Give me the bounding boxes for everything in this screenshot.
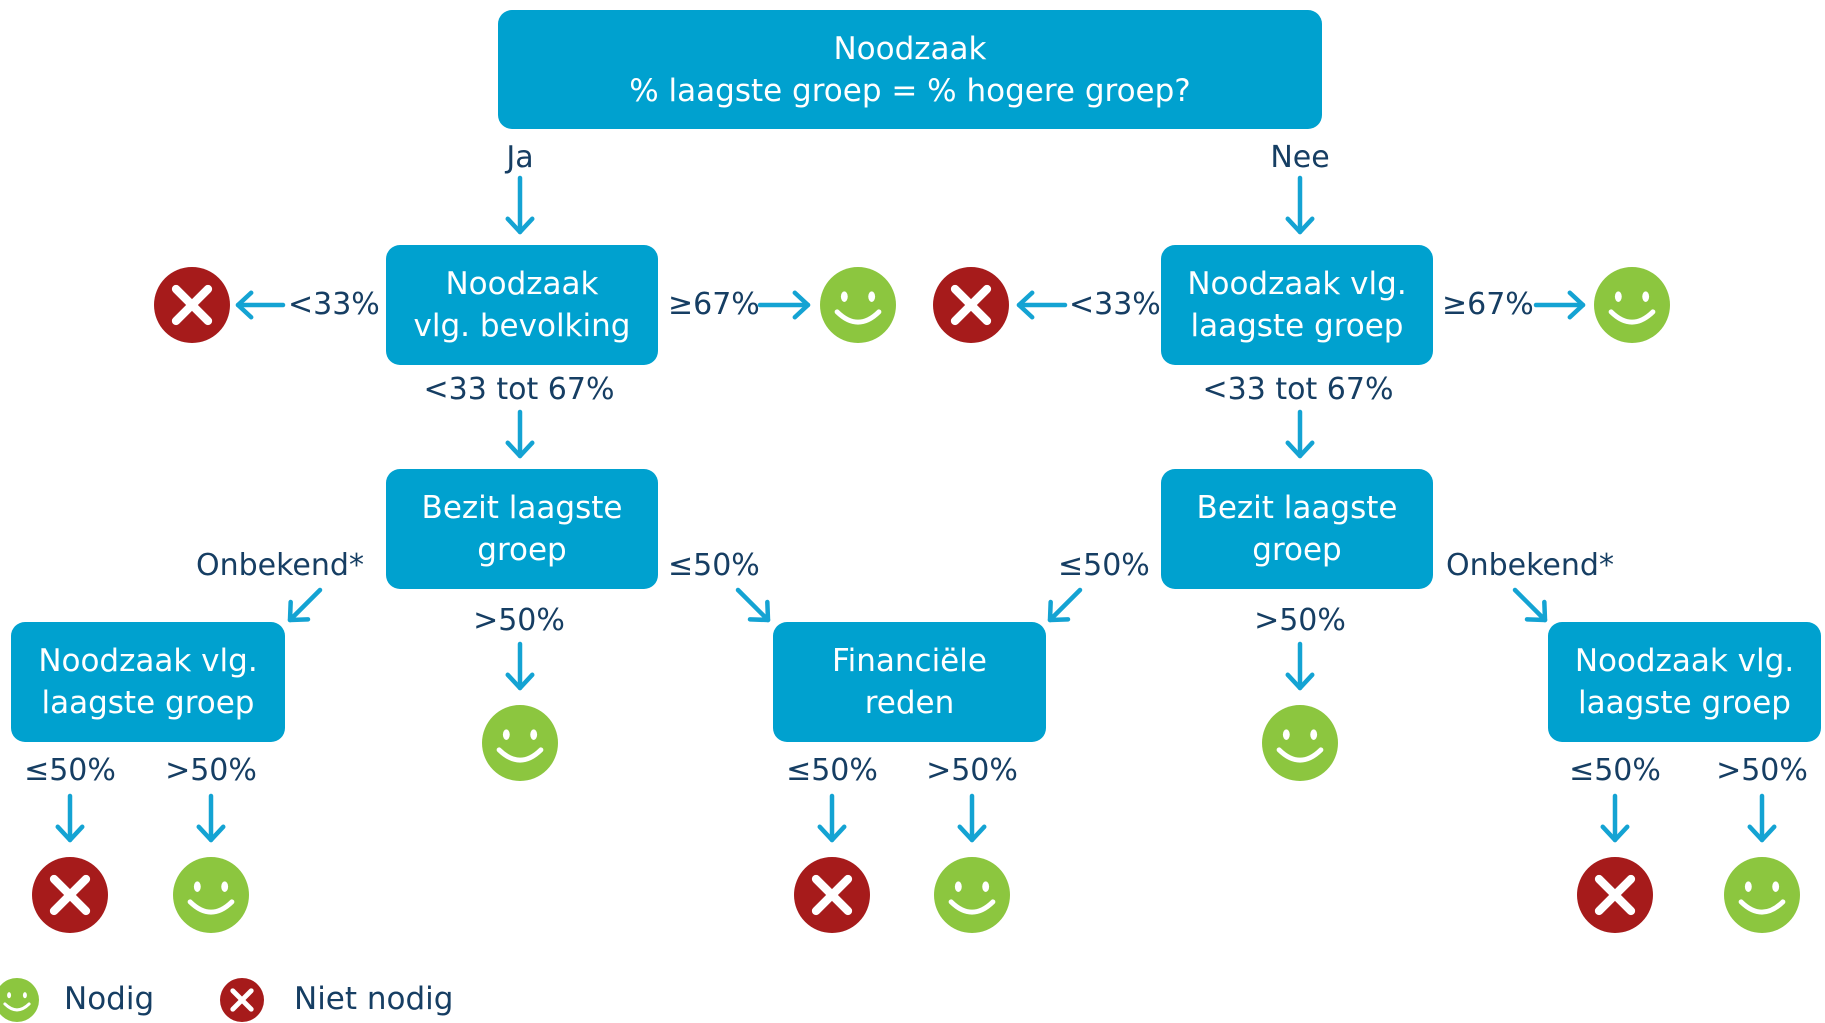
legend-smiley-icon <box>0 978 39 1022</box>
edge-label-le50-financial: ≤50% <box>786 753 878 788</box>
edge-label-mid-right: <33 tot 67% <box>1202 372 1394 407</box>
root-line-1: Noodzaak <box>833 30 987 67</box>
arrow-far-left-gt50-down <box>196 793 226 843</box>
far-right-necessity-box: Noodzaak vlg. laagste groep <box>1548 622 1821 742</box>
arrow-gt50-left-ownership-down <box>505 641 535 691</box>
arrow-left-ge67 <box>757 290 811 320</box>
smiley-icon-right-ownership-gt50 <box>1262 705 1338 781</box>
right-ownership-line-2: groep <box>1252 532 1342 568</box>
smiley-icon-left-ge67 <box>820 267 896 343</box>
edge-label-gt50-left-ownership: >50% <box>473 603 565 638</box>
cross-icon-financial-le50 <box>794 857 870 933</box>
arrow-mid-left-down <box>505 409 535 459</box>
far-left-line-2: laagste groep <box>41 685 255 721</box>
arrow-right-ge67 <box>1533 290 1586 320</box>
edge-label-lt33-right: <33% <box>1069 287 1161 322</box>
arrow-unknown-right <box>1512 587 1548 623</box>
legend-needed-label: Nodig <box>64 981 155 1017</box>
left-necessity-line-1: Noodzaak <box>445 266 599 302</box>
edge-label-ge67-right: ≥67% <box>1442 287 1534 322</box>
edge-label-unknown-left: Onbekend* <box>196 548 364 583</box>
legend-not-needed-label: Niet nodig <box>294 981 454 1017</box>
arrow-gt50-right-ownership-down <box>1285 641 1315 691</box>
arrow-unknown-left <box>287 587 323 623</box>
edge-label-le50-left-ownership: ≤50% <box>668 548 760 583</box>
financial-line-2: reden <box>864 685 955 721</box>
edge-label-unknown-right: Onbekend* <box>1446 548 1614 583</box>
arrow-far-left-le50-down <box>55 793 85 843</box>
arrow-financial-le50-down <box>817 793 847 843</box>
financial-reason-box: Financiële reden <box>773 622 1046 742</box>
edge-label-gt50-right-ownership: >50% <box>1254 603 1346 638</box>
far-left-necessity-box: Noodzaak vlg. laagste groep <box>11 622 285 742</box>
arrow-le50-left-ownership <box>735 587 771 623</box>
cross-icon-far-right-le50 <box>1577 857 1653 933</box>
arrow-right-lt33 <box>1016 290 1068 320</box>
financial-line-1: Financiële <box>832 643 987 679</box>
left-ownership-line-2: groep <box>477 532 567 568</box>
edge-label-le50-far-right: ≤50% <box>1569 753 1661 788</box>
edge-label-lt33-left: <33% <box>288 287 380 322</box>
root-line-2: % laagste groep = % hogere groep? <box>629 72 1191 109</box>
far-right-line-2: laagste groep <box>1578 685 1791 721</box>
edge-label-mid-left: <33 tot 67% <box>423 372 615 407</box>
edge-label-gt50-financial: >50% <box>926 753 1018 788</box>
right-necessity-box: Noodzaak vlg. laagste groep <box>1161 245 1433 365</box>
right-ownership-line-1: Bezit laagste <box>1196 490 1398 526</box>
smiley-icon-financial-gt50 <box>934 857 1010 933</box>
left-necessity-line-2: vlg. bevolking <box>413 308 631 344</box>
right-ownership-box: Bezit laagste groep <box>1161 469 1433 589</box>
right-necessity-line-1: Noodzaak vlg. <box>1187 266 1407 302</box>
arrow-mid-right-down <box>1285 409 1315 459</box>
far-right-line-1: Noodzaak vlg. <box>1574 643 1795 679</box>
root-question-box: Noodzaak % laagste groep = % hogere groe… <box>498 10 1322 129</box>
smiley-icon-far-right-gt50 <box>1724 857 1800 933</box>
edge-label-gt50-far-right: >50% <box>1716 753 1808 788</box>
arrow-far-right-le50-down <box>1600 793 1630 843</box>
smiley-icon-right-ge67 <box>1594 267 1670 343</box>
cross-icon-left-lt33 <box>154 267 230 343</box>
arrow-le50-right-ownership <box>1047 587 1083 623</box>
cross-icon-right-lt33 <box>933 267 1009 343</box>
arrow-far-right-gt50-down <box>1747 793 1777 843</box>
left-necessity-box: Noodzaak vlg. bevolking <box>386 245 658 365</box>
arrow-yes-down <box>505 175 535 235</box>
arrow-left-lt33 <box>235 290 286 320</box>
edge-label-yes: Ja <box>506 140 534 175</box>
smiley-icon-left-ownership-gt50 <box>482 705 558 781</box>
far-left-line-1: Noodzaak vlg. <box>38 643 258 679</box>
legend-cross-icon <box>220 978 264 1022</box>
left-ownership-line-1: Bezit laagste <box>421 490 623 526</box>
right-necessity-line-2: laagste groep <box>1190 308 1404 344</box>
edge-label-no: Nee <box>1270 140 1330 175</box>
edge-label-ge67-left: ≥67% <box>668 287 760 322</box>
arrow-no-down <box>1285 175 1315 235</box>
smiley-icon-far-left-gt50 <box>173 857 249 933</box>
cross-icon-far-left-le50 <box>32 857 108 933</box>
arrow-financial-gt50-down <box>957 793 987 843</box>
left-ownership-box: Bezit laagste groep <box>386 469 658 589</box>
edge-label-le50-right-ownership: ≤50% <box>1058 548 1150 583</box>
edge-label-le50-far-left: ≤50% <box>24 753 116 788</box>
edge-label-gt50-far-left: >50% <box>165 753 257 788</box>
